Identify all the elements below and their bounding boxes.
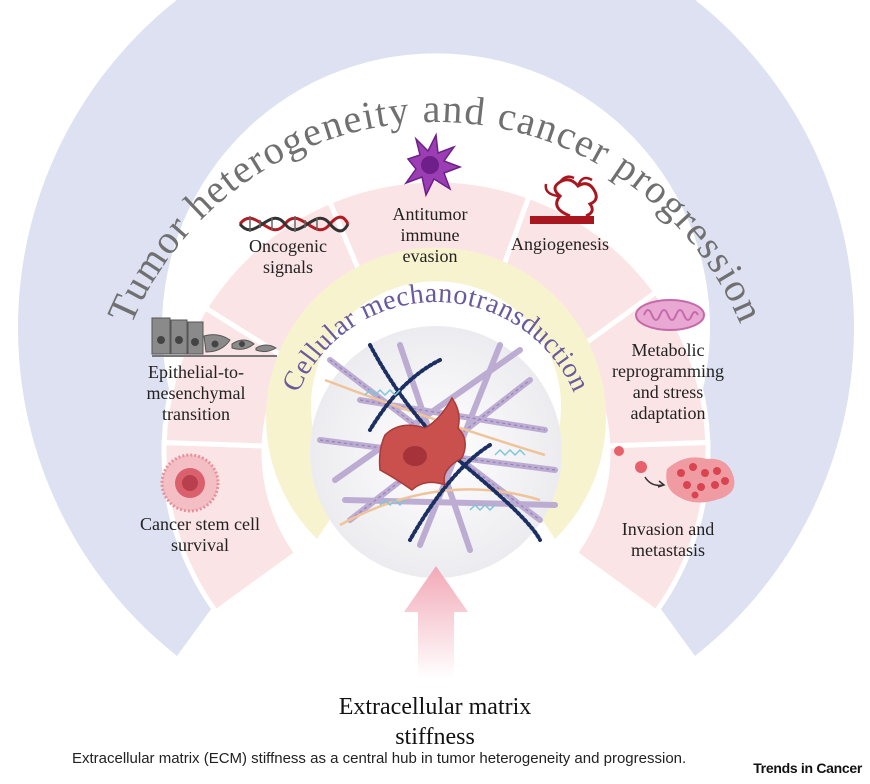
segment-label-line: signals: [263, 257, 313, 277]
segment-label-line: survival: [171, 535, 229, 555]
segment-label-line: metastasis: [631, 540, 705, 560]
segment-label-line: Epithelial-to-: [148, 362, 244, 382]
figure-caption: Extracellular matrix (ECM) stiffness as …: [72, 750, 687, 767]
immune-cell-icon: [403, 132, 463, 198]
inner-band: [265, 247, 606, 539]
segment-label-line: and stress: [633, 382, 704, 402]
segment-label-line: mesenchymal: [147, 383, 246, 403]
segment-label-line: immune: [401, 225, 460, 245]
ecm-stiffness-title-line1: Extracellular matrix: [338, 694, 532, 720]
segment-label-line: evasion: [403, 246, 458, 266]
segment-label-5: Angiogenesis: [511, 234, 609, 254]
upward-arrow: [404, 566, 468, 678]
segment-label-line: transition: [162, 404, 230, 424]
cancer-stem-cell-icon: [160, 453, 220, 513]
journal-logo: Trends in Cancer: [753, 760, 862, 776]
blood-vessel-icon: [530, 175, 598, 224]
mitochondrion-icon: [635, 299, 705, 331]
segment-label-line: Antitumor: [393, 204, 468, 224]
ecm-stiffness-title-line2: stiffness: [395, 724, 475, 750]
dna-helix-icon: [238, 215, 350, 233]
segment-label-line: reprogramming: [612, 361, 724, 381]
segment-label-line: Angiogenesis: [511, 234, 609, 254]
segment-label-line: Oncogenic: [249, 236, 327, 256]
segment-label-line: Cancer stem cell: [140, 514, 260, 534]
segment-label-line: adaptation: [631, 403, 706, 423]
segment-label-line: Invasion and: [622, 519, 714, 539]
ecm-network-icon: [317, 342, 558, 553]
epithelial-cells-icon: [151, 317, 277, 357]
metastasis-icon: [614, 446, 735, 503]
segment-label-line: Metabolic: [632, 340, 705, 360]
